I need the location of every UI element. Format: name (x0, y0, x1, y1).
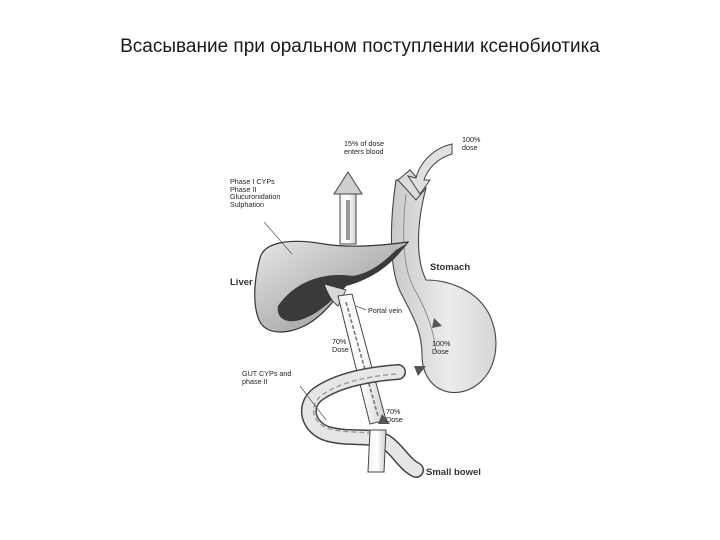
label-dose-70-upper: 70% Dose (332, 338, 349, 353)
dose-in-arrow (408, 144, 452, 194)
label-phase-4: Sulphation (230, 201, 280, 209)
label-dose-100: 100% Dose (432, 340, 450, 355)
label-small-bowel: Small bowel (426, 468, 481, 478)
blood-arrow-head (334, 172, 362, 194)
label-dose-enters-blood-line2: enters blood (344, 148, 384, 156)
label-portal-vein: Portal vein (368, 307, 402, 315)
label-dose-70-upper-line2: Dose (332, 346, 349, 354)
lower-tube (368, 430, 386, 472)
leader-portal (356, 306, 366, 310)
label-stomach: Stomach (430, 263, 470, 273)
hepatic-vein-inner (346, 200, 350, 240)
label-phase-enzymes: Phase I CYPs Phase II Glucuronidation Su… (230, 178, 280, 208)
label-dose-in: 100% dose (462, 136, 480, 151)
label-gut-line2: phase II (242, 378, 291, 386)
label-dose-in-line2: dose (462, 144, 480, 152)
label-gut-cyps: GUT CYPs and phase II (242, 370, 291, 385)
slide-title: Всасывание при оральном поступлении ксен… (0, 36, 720, 58)
label-liver: Liver (230, 278, 253, 288)
absorption-diagram: 15% of dose enters blood 100% dose Phase… (220, 130, 520, 490)
label-dose-70-lower: 70% Dose (386, 408, 403, 423)
label-dose-enters-blood: 15% of dose enters blood (344, 140, 384, 155)
label-dose-70-lower-line2: Dose (386, 416, 403, 424)
stomach-shape (391, 180, 496, 393)
label-dose-100-line2: Dose (432, 348, 450, 356)
